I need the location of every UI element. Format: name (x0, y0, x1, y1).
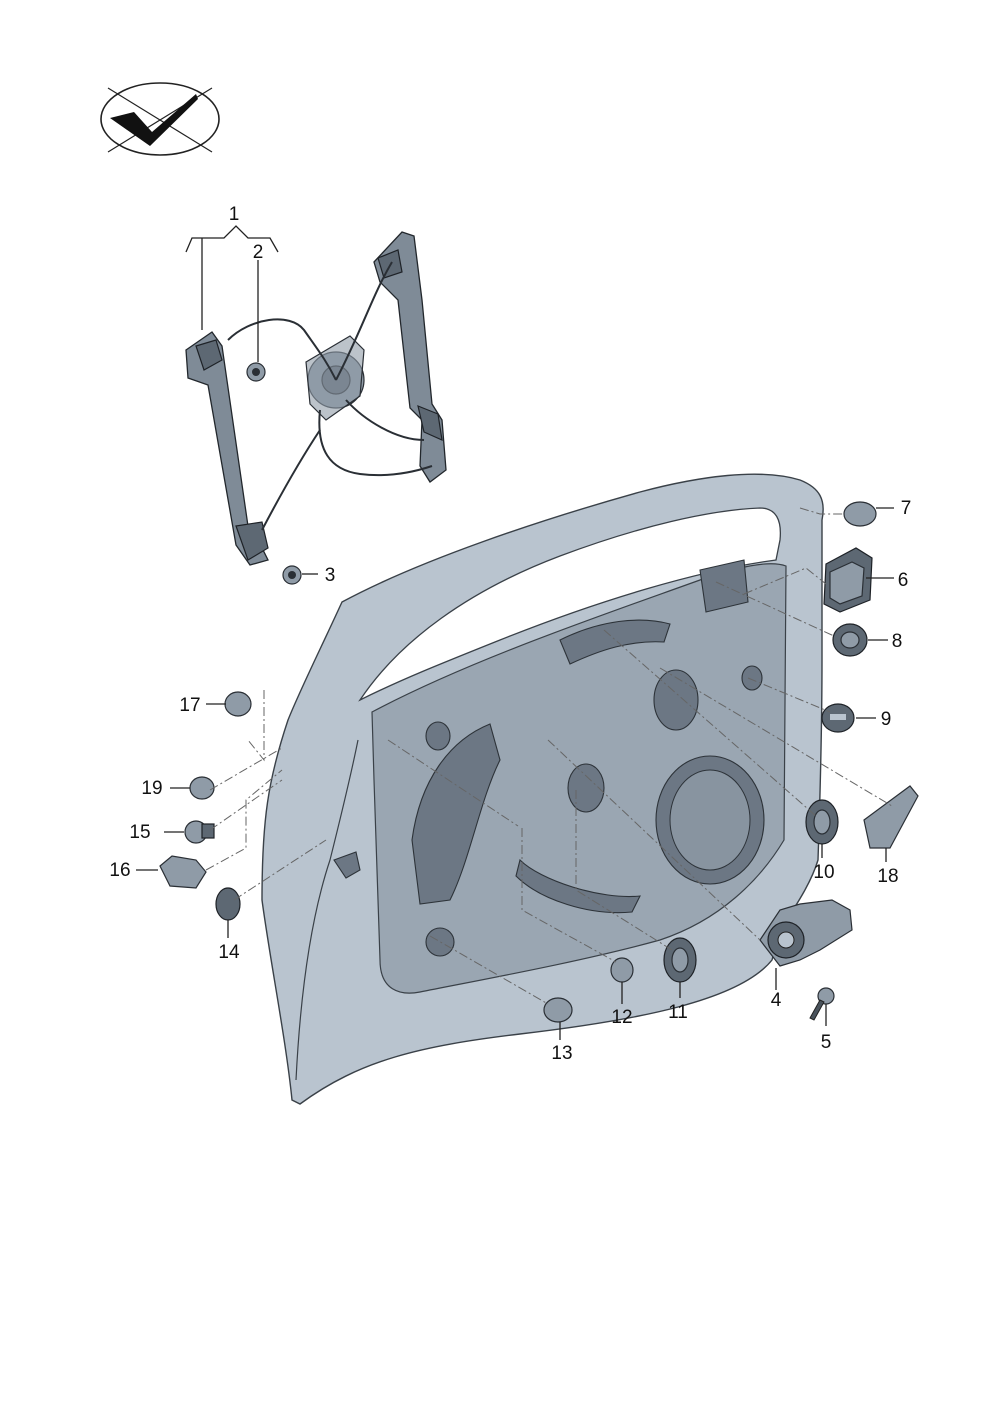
nut-part-3 (282, 565, 302, 585)
callout-7: 7 (901, 498, 912, 519)
cap-part-7 (843, 501, 877, 527)
window-regulator (185, 231, 447, 566)
assembly-lines (205, 507, 893, 1005)
callout-9: 9 (881, 709, 892, 730)
callout-17: 17 (179, 695, 200, 716)
callout-10: 10 (813, 862, 834, 883)
callout-3: 3 (325, 565, 336, 586)
control-unit-part-6 (823, 547, 873, 613)
callout-13: 13 (551, 1043, 572, 1064)
callout-16: 16 (109, 860, 130, 881)
cap-part-17 (224, 691, 252, 717)
check-mark-logo-icon (100, 82, 220, 156)
grommet-part-8 (832, 623, 868, 657)
callout-19: 19 (141, 778, 162, 799)
callout-2: 2 (253, 242, 264, 263)
plug-part-13 (543, 997, 573, 1023)
callout-5: 5 (821, 1032, 832, 1053)
plug-part-9 (821, 703, 855, 733)
cap-part-19 (189, 776, 215, 800)
callout-14: 14 (218, 942, 240, 963)
grommet-part-11 (663, 937, 697, 983)
grommet-part-10 (805, 799, 839, 845)
callout-6: 6 (898, 570, 909, 591)
clip-part-14 (215, 887, 241, 921)
buffer-part-15 (184, 820, 215, 844)
callout-15: 15 (129, 822, 150, 843)
callout-12: 12 (611, 1007, 632, 1028)
callout-11: 11 (668, 1002, 688, 1023)
screw-part-5 (809, 987, 835, 1021)
seal-sheet-part-18 (863, 785, 919, 849)
cover-part-16 (159, 855, 207, 889)
callout-18: 18 (877, 866, 898, 887)
callout-labels: 1 2 3 4 5 6 7 8 9 10 11 12 13 14 15 16 1… (109, 204, 911, 1064)
callout-8: 8 (892, 631, 903, 652)
callout-1: 1 (229, 204, 240, 225)
leader-lines (136, 225, 894, 1040)
nut-part-2 (246, 362, 266, 382)
window-motor-part-4 (759, 899, 853, 967)
callout-4: 4 (771, 990, 782, 1011)
door-inner-panel (261, 473, 824, 1105)
